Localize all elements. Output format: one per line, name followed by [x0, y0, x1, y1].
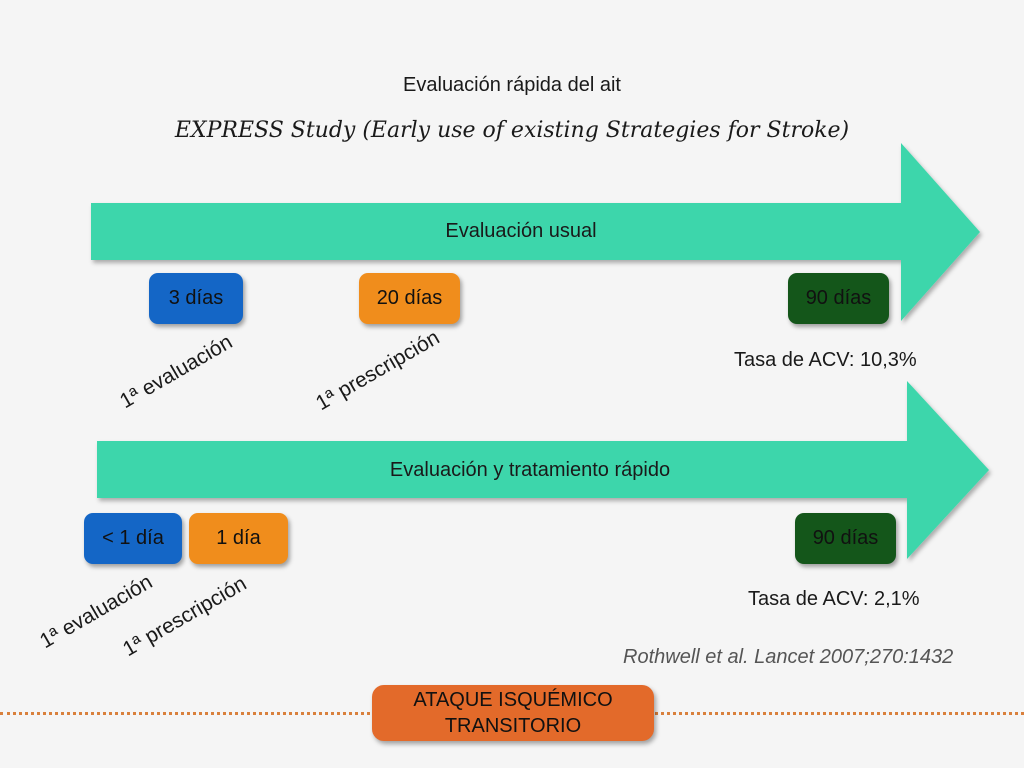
- rapid-arrow-label: Evaluación y tratamiento rápido: [389, 459, 671, 481]
- usual-arrow-label: Evaluación usual: [445, 220, 597, 242]
- slide-title: Evaluación rápida del ait: [403, 74, 621, 96]
- footer-badge: ATAQUE ISQUÉMICO TRANSITORIO: [372, 685, 654, 741]
- rapid-eval-days-badge: < 1 día: [84, 513, 182, 564]
- rapid-prescription-days-badge: 1 día: [189, 513, 288, 564]
- footer-line-1: ATAQUE ISQUÉMICO: [413, 689, 613, 711]
- slide-subtitle: EXPRESS Study (Early use of existing Str…: [174, 118, 850, 143]
- rapid-rate: Tasa de ACV: 2,1%: [748, 588, 920, 610]
- usual-arrow: [91, 143, 980, 321]
- rapid-end-days-badge: 90 días: [795, 513, 896, 564]
- usual-rate: Tasa de ACV: 10,3%: [734, 349, 917, 371]
- rapid-arrow: [97, 381, 989, 559]
- citation: Rothwell et al. Lancet 2007;270:1432: [623, 646, 954, 668]
- footer-line-2: TRANSITORIO: [444, 715, 582, 737]
- usual-eval-days-badge: 3 días: [149, 273, 243, 324]
- usual-end-days-badge: 90 días: [788, 273, 889, 324]
- usual-prescription-days-badge: 20 días: [359, 273, 460, 324]
